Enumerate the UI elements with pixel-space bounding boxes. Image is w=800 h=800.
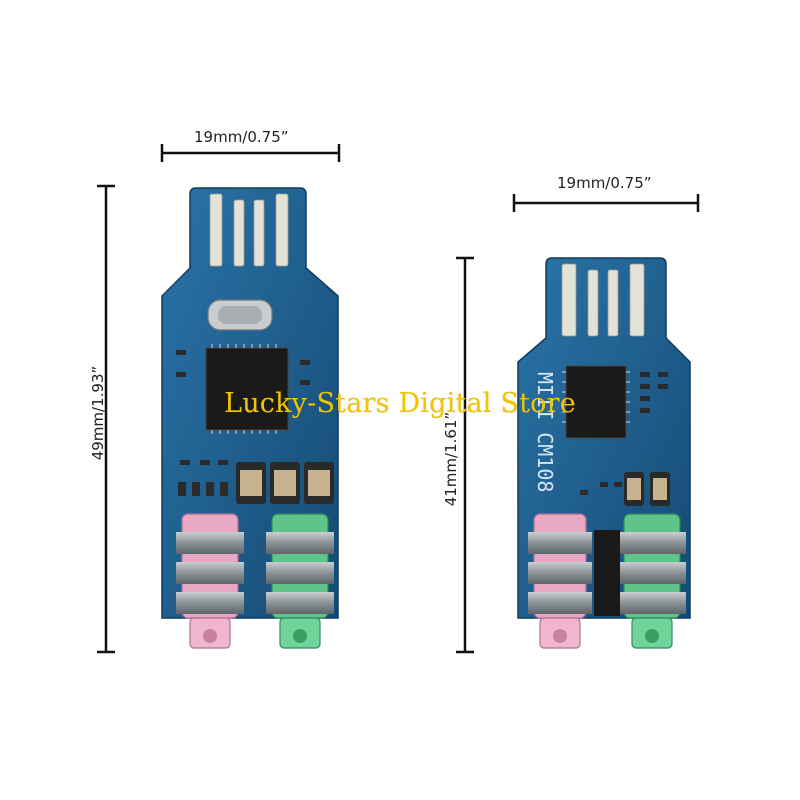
left-board-height-label: 49mm/1.93” bbox=[89, 365, 107, 461]
dimension-lines bbox=[97, 144, 700, 654]
right-board-silkscreen: MIII CM108 bbox=[533, 372, 557, 492]
right-sound-card-board bbox=[517, 257, 691, 649]
right-board-width-label: 19mm/0.75” bbox=[557, 174, 652, 192]
left-board-width-label: 19mm/0.75” bbox=[194, 128, 289, 146]
left-sound-card-board bbox=[161, 187, 339, 649]
mic-jack-right bbox=[528, 513, 592, 649]
out-jack-right bbox=[618, 513, 686, 649]
right-board-height-label: 41mm/1.61” bbox=[442, 411, 460, 507]
mic-jack-left bbox=[176, 513, 244, 649]
out-jack-left bbox=[266, 513, 334, 649]
